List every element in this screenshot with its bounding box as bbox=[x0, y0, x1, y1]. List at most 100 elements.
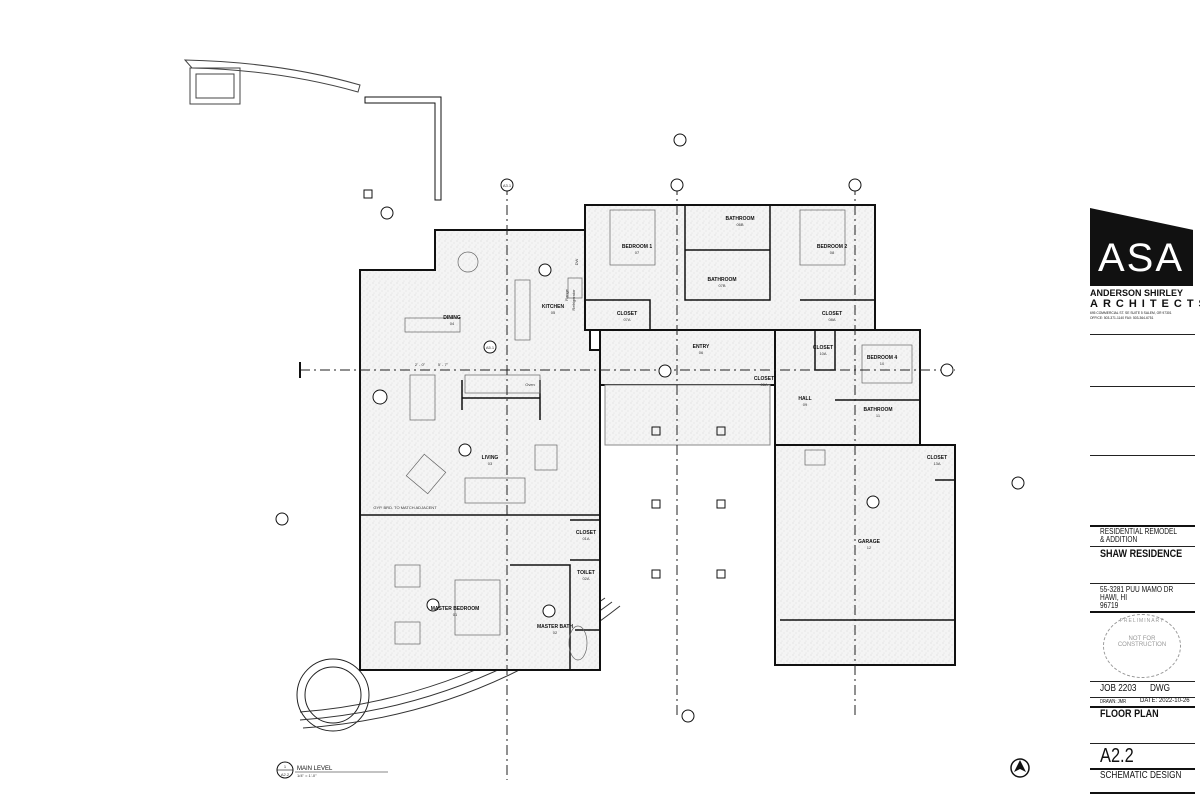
svg-text:TOILET: TOILET bbox=[577, 570, 595, 576]
svg-text:A5.1: A5.1 bbox=[486, 345, 495, 350]
project-address-2: HAWI, HI bbox=[1100, 593, 1128, 602]
svg-text:01A: 01A bbox=[582, 536, 589, 541]
north-arrow-icon bbox=[1010, 758, 1030, 778]
svg-text:CLOSET: CLOSET bbox=[576, 530, 596, 536]
svg-text:MASTER BEDROOM: MASTER BEDROOM bbox=[431, 606, 480, 612]
svg-text:CLOSET: CLOSET bbox=[617, 311, 637, 317]
svg-text:06B: 06B bbox=[736, 222, 743, 227]
svg-text:KITCHEN: KITCHEN bbox=[542, 304, 565, 310]
svg-text:CLOSET: CLOSET bbox=[813, 345, 833, 351]
svg-text:Oven: Oven bbox=[525, 382, 535, 387]
grid-markers bbox=[275, 133, 1025, 723]
drawing-date: DATE: 2022-10-26 bbox=[1140, 698, 1190, 704]
svg-text:BATHROOM: BATHROOM bbox=[863, 407, 892, 413]
project-address-3: 96719 bbox=[1100, 601, 1119, 610]
svg-text:10A: 10A bbox=[819, 351, 826, 356]
svg-text:ENTRY: ENTRY bbox=[693, 344, 710, 350]
annotations: Oven Refrigerator Range DW GYP. BRD. TO … bbox=[373, 183, 579, 510]
svg-text:BEDROOM 1: BEDROOM 1 bbox=[622, 244, 653, 250]
svg-text:02: 02 bbox=[553, 630, 558, 635]
svg-text:MASTER BATH: MASTER BATH bbox=[537, 624, 573, 630]
svg-text:Refrigerator: Refrigerator bbox=[571, 289, 576, 311]
svg-text:07A: 07A bbox=[623, 317, 630, 322]
porch-posts bbox=[651, 426, 726, 579]
svg-text:A3.1: A3.1 bbox=[503, 183, 512, 188]
svg-text:LIVING: LIVING bbox=[482, 455, 499, 461]
svg-text:03: 03 bbox=[488, 461, 493, 466]
svg-text:BATHROOM: BATHROOM bbox=[707, 277, 736, 283]
floor-areas bbox=[359, 204, 956, 671]
grid-lines bbox=[300, 185, 955, 780]
room-bedroom-2: BEDROOM 208 bbox=[817, 244, 848, 255]
svg-text:GYP. BRD. TO MATCH ADJACENT: GYP. BRD. TO MATCH ADJACENT bbox=[373, 505, 437, 510]
room-bedroom-1: BEDROOM 107 bbox=[622, 244, 653, 255]
svg-text:BEDROOM 2: BEDROOM 2 bbox=[817, 244, 848, 250]
interior-walls bbox=[360, 205, 956, 670]
svg-text:07B: 07B bbox=[718, 283, 725, 288]
design-phase: SCHEMATIC DESIGN bbox=[1100, 770, 1182, 781]
svg-text:BEDROOM 4: BEDROOM 4 bbox=[867, 355, 898, 361]
svg-text:08: 08 bbox=[830, 250, 835, 255]
dwg-label: DWG bbox=[1150, 683, 1171, 694]
svg-text:CLOSET: CLOSET bbox=[822, 311, 842, 317]
svg-text:1/4" = 1'-0": 1/4" = 1'-0" bbox=[297, 773, 317, 778]
firm-name: ANDERSON SHIRLEY bbox=[1090, 288, 1184, 298]
svg-text:HALL: HALL bbox=[798, 396, 811, 402]
svg-text:06: 06 bbox=[699, 350, 704, 355]
porch bbox=[604, 384, 771, 446]
project-name: SHAW RESIDENCE bbox=[1100, 548, 1183, 560]
svg-text:2' - 0": 2' - 0" bbox=[415, 362, 426, 367]
svg-text:DW: DW bbox=[574, 258, 579, 265]
svg-text:05: 05 bbox=[551, 310, 556, 315]
svg-text:11: 11 bbox=[876, 413, 881, 418]
site-wall-l bbox=[364, 96, 442, 201]
svg-text:04: 04 bbox=[450, 321, 455, 326]
svg-text:1: 1 bbox=[284, 764, 287, 769]
scope-2: & ADDITION bbox=[1100, 535, 1138, 544]
round-planter bbox=[296, 658, 370, 732]
firm-phone: OFFICE: 503-371-1140 FAX: 503-364-6751 bbox=[1090, 315, 1154, 320]
svg-text:5' - 7": 5' - 7" bbox=[438, 362, 449, 367]
svg-text:CLOSET: CLOSET bbox=[927, 455, 947, 461]
svg-text:01: 01 bbox=[453, 612, 458, 617]
svg-text:BATHROOM: BATHROOM bbox=[725, 216, 754, 222]
preliminary-stamp: PRELIMINARY NOT FOR CONSTRUCTION bbox=[1103, 614, 1181, 678]
firm-name-2: ARCHITECTS bbox=[1090, 298, 1200, 310]
drawing-title: FLOOR PLAN bbox=[1100, 708, 1159, 720]
furniture bbox=[394, 209, 913, 661]
top-deck bbox=[183, 59, 361, 105]
drawn-by: DRAWN: JMR bbox=[1100, 699, 1127, 705]
column-marker bbox=[363, 189, 373, 199]
svg-text:13A: 13A bbox=[933, 461, 940, 466]
svg-text:07: 07 bbox=[635, 250, 640, 255]
svg-text:Range: Range bbox=[564, 288, 569, 301]
svg-text:12: 12 bbox=[867, 545, 872, 550]
svg-text:02A: 02A bbox=[582, 576, 589, 581]
firm-address: 695 COMMERCIAL ST. SE SUITE 5 SALEM, OR … bbox=[1090, 310, 1172, 315]
svg-text:06A: 06A bbox=[760, 382, 767, 387]
project-address-1: 55-3281 PUU MAMO DR bbox=[1100, 585, 1174, 594]
svg-text:08A: 08A bbox=[828, 317, 835, 322]
sheet-number: A2.2 bbox=[1100, 745, 1134, 767]
view-title: 1 A2.2 MAIN LEVEL 1/4" = 1'-0" bbox=[276, 761, 388, 779]
job-number: JOB 2203 bbox=[1100, 683, 1137, 694]
svg-text:GARAGE: GARAGE bbox=[858, 539, 881, 545]
